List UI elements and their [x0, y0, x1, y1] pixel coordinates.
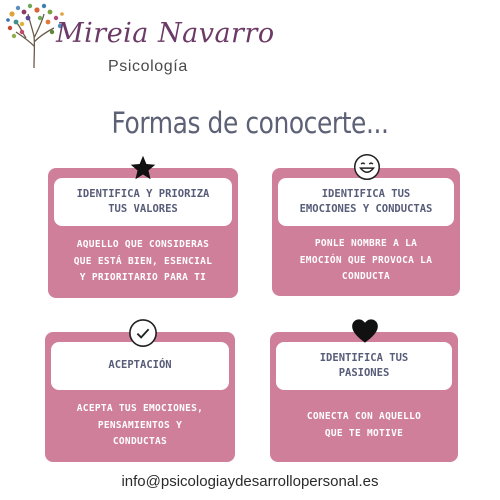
card-body-line: PENSAMIENTOS Y — [97, 419, 183, 431]
card-acceptance: ACEPTACIÓN ACEPTA TUS EMOCIONES, PENSAMI… — [45, 332, 235, 462]
card-emotions: IDENTIFICA TUS EMOCIONES Y CONDUCTAS PON… — [272, 168, 460, 296]
card-heading-line: PASIONES — [338, 367, 390, 379]
card-passions: IDENTIFICA TUS PASIONES CONECTA CON AQUE… — [270, 332, 458, 462]
card-heading: IDENTIFICA TUS EMOCIONES Y CONDUCTAS — [278, 178, 454, 226]
card-body-line: CONDUCTA — [341, 271, 391, 283]
card-heading: IDENTIFICA Y PRIORIZA TUS VALORES — [54, 178, 232, 226]
brand-subtitle: Psicología — [108, 58, 188, 75]
card-body-line: CONDUCTAS — [112, 436, 168, 448]
card-heading-line: IDENTIFICA TUS — [321, 187, 411, 200]
card-heading: ACEPTACIÓN — [51, 342, 229, 390]
card-heading-line: IDENTIFICA TUS — [319, 351, 409, 364]
card-body-line: QUE TE MOTIVE — [324, 428, 404, 439]
card-heading: IDENTIFICA TUS PASIONES — [276, 342, 452, 390]
card-body-line: Y PRIORITARIO PARA TI — [79, 272, 207, 284]
card-heading-line: IDENTIFICA Y PRIORIZA — [76, 187, 210, 200]
page-title: Formas de conocerte... — [111, 106, 389, 140]
brand-name: Mireia Navarro — [56, 18, 275, 49]
card-body: CONECTA CON AQUELLO QUE TE MOTIVE — [278, 396, 450, 456]
check-circle-icon — [129, 319, 157, 347]
star-icon — [130, 155, 156, 180]
card-heading-line: ACEPTACIÓN — [108, 359, 172, 372]
heart-icon — [352, 319, 378, 343]
card-body-line: PONLE NOMBRE A LA — [314, 238, 418, 250]
card-values: IDENTIFICA Y PRIORIZA TUS VALORES AQUELL… — [48, 168, 238, 298]
card-body-line: ACEPTA TUS EMOCIONES, — [76, 403, 204, 415]
card-body-line: AQUELLO QUE CONSIDERAS — [76, 239, 210, 251]
card-body-line: CONECTA CON AQUELLO — [306, 411, 422, 423]
card-body: ACEPTA TUS EMOCIONES, PENSAMIENTOS Y CON… — [53, 396, 227, 456]
brand-header: Mireia Navarro Psicología — [0, 0, 500, 90]
card-body: PONLE NOMBRE A LA EMOCIÓN QUE PROVOCA LA… — [280, 232, 452, 290]
card-body-line: QUE ESTÁ BIEN, ESENCIAL — [73, 255, 213, 267]
tree-logo-icon — [6, 3, 64, 69]
smile-icon — [353, 153, 381, 181]
card-heading-line: TUS VALORES — [108, 203, 178, 215]
contact-email: info@psicologiaydesarrollopersonal.es — [121, 473, 379, 490]
card-heading-line: EMOCIONES Y CONDUCTAS — [299, 203, 433, 215]
card-body-line: EMOCIÓN QUE PROVOCA LA — [299, 254, 433, 266]
card-body: AQUELLO QUE CONSIDERAS QUE ESTÁ BIEN, ES… — [56, 232, 230, 292]
